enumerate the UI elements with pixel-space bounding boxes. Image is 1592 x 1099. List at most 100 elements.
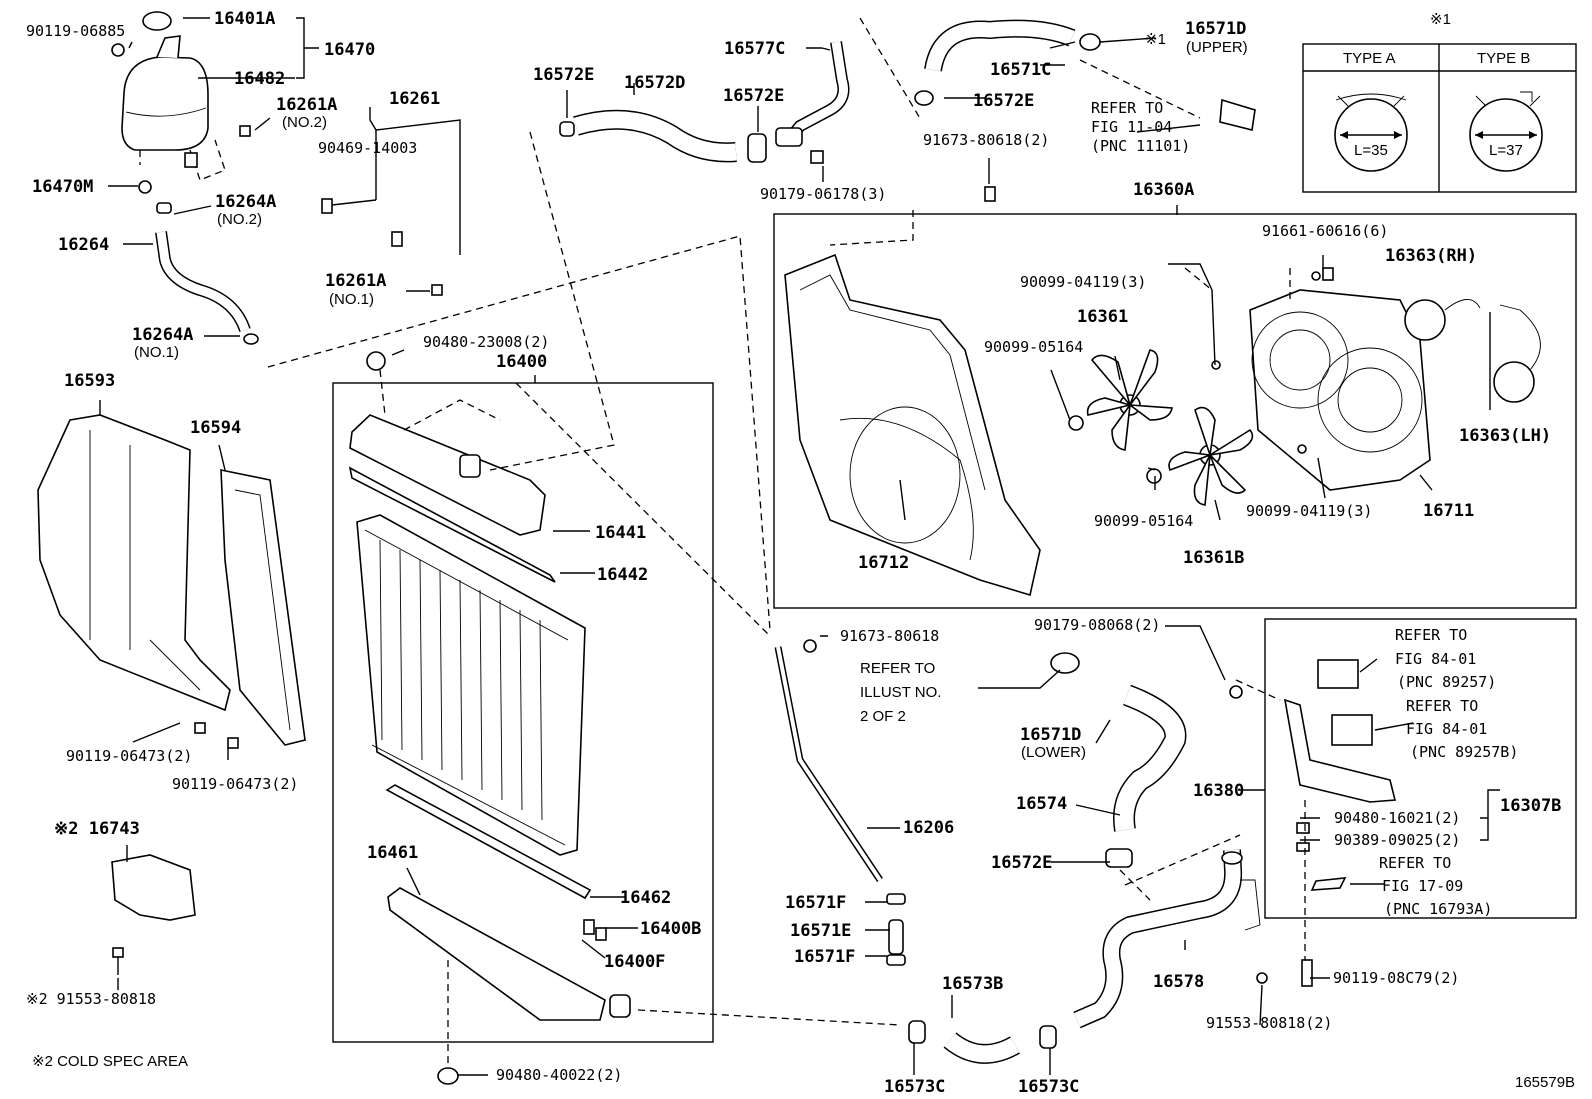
label-91553-80818: 91553-80818(2) (1206, 1014, 1332, 1032)
label-16482: 16482 (234, 69, 285, 89)
label-16361: 16361 (1077, 307, 1128, 327)
label-16574: 16574 (1016, 794, 1067, 814)
label-refer-8401-a1: REFER TO (1395, 626, 1467, 644)
label-16380: 16380 (1193, 781, 1244, 801)
label-note2-16743: ※2 16743 (54, 819, 140, 839)
label-90099-04119-a: 90099-04119(3) (1020, 273, 1146, 291)
label-refer-8401-b3: (PNC 89257B) (1410, 743, 1518, 761)
clamp-type-table (1302, 43, 1577, 193)
label-90099-04119-b: 90099-04119(3) (1246, 502, 1372, 520)
label-90119-06473-b: 90119-06473(2) (172, 775, 298, 793)
label-lower: (LOWER) (1021, 744, 1086, 761)
shroud-16711 (1249, 289, 1431, 491)
label-90480-23008: 90480-23008(2) (423, 333, 549, 351)
label-16261A-bot: 16261A (325, 271, 386, 291)
label-16594: 16594 (190, 418, 241, 438)
label-16363LH: 16363(LH) (1459, 426, 1551, 446)
label-L35: L=35 (1354, 142, 1388, 159)
label-16360A: 16360A (1133, 180, 1194, 200)
reservoir-tank (121, 11, 226, 214)
hose-16573B (908, 1020, 1057, 1064)
label-90179-08068: 90179-08068(2) (1034, 616, 1160, 634)
fan-16361 (1068, 349, 1173, 451)
label-16363RH: 16363(RH) (1385, 246, 1477, 266)
label-note1-mark: ※1 (1145, 31, 1166, 48)
radiator-upper-tank-16441 (349, 351, 546, 536)
label-16577C: 16577C (724, 39, 785, 59)
label-16578: 16578 (1153, 972, 1204, 992)
label-16264A-no2: (NO.2) (217, 211, 262, 228)
label-16572E-c: 16572E (973, 91, 1034, 111)
label-upper: (UPPER) (1186, 39, 1248, 56)
radiator-core-16400 (356, 514, 586, 856)
label-16461: 16461 (367, 843, 418, 863)
fan-shroud-16712 (784, 253, 1041, 597)
hose-16571C (914, 19, 1256, 131)
label-16206: 16206 (903, 818, 954, 838)
label-90480-40022: 90480-40022(2) (496, 1066, 622, 1084)
label-16261A-no1: (NO.1) (329, 291, 374, 308)
seal-16743 (111, 854, 196, 975)
dashed-lines (267, 17, 1306, 1068)
label-figure-number: 165579B (1515, 1074, 1575, 1091)
label-refer-1709-a: REFER TO (1379, 854, 1451, 872)
label-refer-1709-c: (PNC 16793A) (1384, 900, 1492, 918)
label-16264A: 16264A (215, 192, 276, 212)
label-16571D-upper: 16571D (1185, 19, 1246, 39)
label-16572D: 16572D (624, 73, 685, 93)
label-L37: L=37 (1489, 142, 1523, 159)
label-16571C: 16571C (990, 60, 1051, 80)
label-16573C-a: 16573C (884, 1077, 945, 1097)
label-16400F: 16400F (604, 952, 665, 972)
label-refer-illust-b: ILLUST NO. (860, 684, 941, 701)
label-16264A-no1: (NO.1) (134, 344, 179, 361)
label-refer-1709-b: FIG 17-09 (1382, 877, 1463, 895)
label-note2-cold: ※2 COLD SPEC AREA (32, 1053, 188, 1070)
label-16712: 16712 (858, 553, 909, 573)
label-16400B: 16400B (640, 919, 701, 939)
label-16307B: 16307B (1500, 796, 1561, 816)
label-refer-8401-a3: (PNC 89257) (1397, 673, 1496, 691)
leader-lines (99, 17, 1500, 1076)
label-16361B: 16361B (1183, 548, 1244, 568)
label-16264: 16264 (58, 235, 109, 255)
label-16470M: 16470M (32, 177, 93, 197)
fan-shroud-group-frame (773, 213, 1577, 609)
label-16400: 16400 (496, 352, 547, 372)
label-90099-05164-b: 90099-05164 (1094, 512, 1193, 530)
label-16441: 16441 (595, 523, 646, 543)
label-90119-06473-a: 90119-06473(2) (66, 747, 192, 765)
label-typeB: TYPE B (1477, 50, 1530, 67)
inlet-pipe-16577C (775, 41, 850, 164)
label-16470: 16470 (324, 40, 375, 60)
label-refer-8401-a2: FIG 84-01 (1395, 650, 1476, 668)
label-16442: 16442 (597, 565, 648, 585)
label-90099-05164-a: 90099-05164 (984, 338, 1083, 356)
label-refer-1104-b: FIG 11-04 (1091, 118, 1172, 136)
label-16573C-b: 16573C (1018, 1077, 1079, 1097)
seal-16593 (37, 414, 231, 712)
gasket-16442 (348, 466, 556, 583)
label-16462: 16462 (620, 888, 671, 908)
label-90389-09025: 90389-09025(2) (1334, 831, 1460, 849)
label-90480-16021: 90480-16021(2) (1334, 809, 1460, 827)
pipe-16206 (774, 646, 906, 966)
label-16261A-no2: (NO.2) (282, 114, 327, 131)
label-91673-80618: 91673-80618 (840, 627, 939, 645)
label-91673-80618-2: 91673-80618(2) (923, 131, 1049, 149)
label-16571D-lower: 16571D (1020, 725, 1081, 745)
part-labels: 90119-06885 16401A 16470 16482 16261A (N… (26, 9, 1575, 1097)
seal-16594 (220, 469, 306, 746)
label-90119-08C79: 90119-08C79(2) (1333, 969, 1459, 987)
fasteners (111, 43, 1334, 941)
label-90119-06885: 90119-06885 (26, 22, 125, 40)
clamp-type-a-icon (1334, 93, 1408, 172)
label-16711: 16711 (1423, 501, 1474, 521)
label-16572E-b: 16572E (723, 86, 784, 106)
radiator-group-frame (332, 382, 714, 1043)
label-91661-60616: 91661-60616(6) (1262, 222, 1388, 240)
label-refer-illust-a: REFER TO (860, 660, 935, 677)
radiator-lower-tank-16461 (387, 887, 631, 1085)
bypass-hose-16261 (239, 125, 468, 296)
